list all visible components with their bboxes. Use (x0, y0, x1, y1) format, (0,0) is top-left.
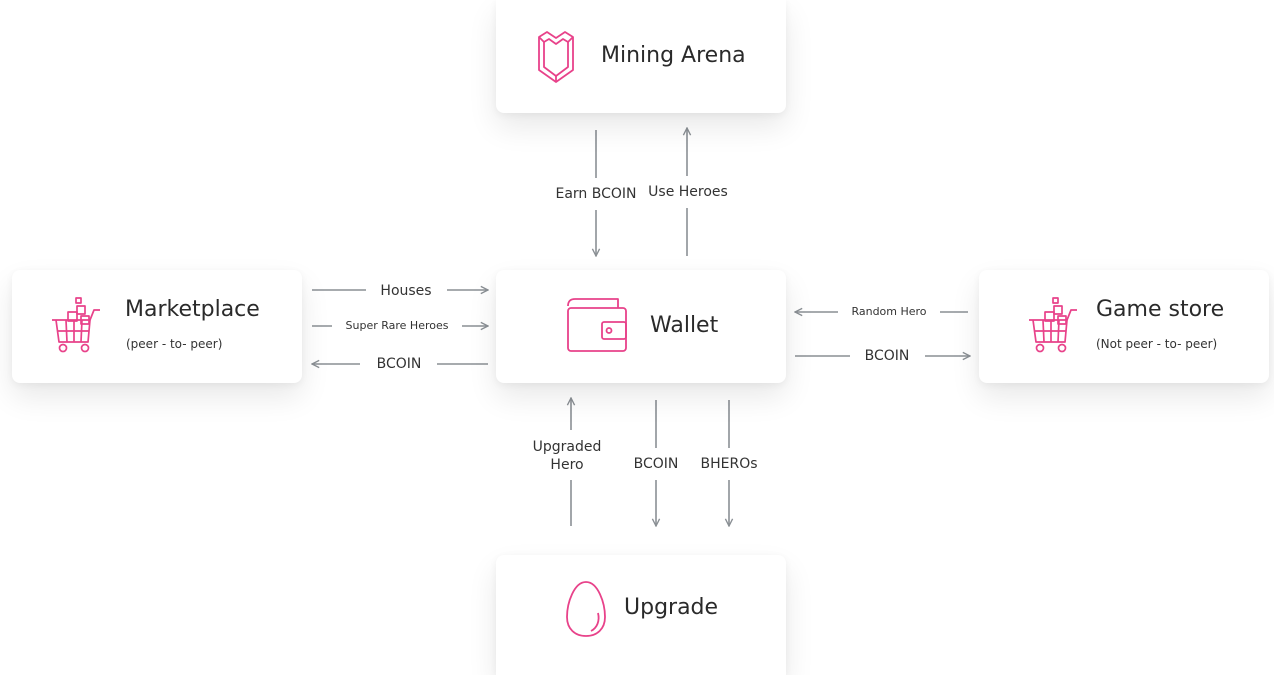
node-title-upgrade: Upgrade (624, 595, 719, 620)
node-title-mining: Mining Arena (601, 43, 746, 68)
label-upgraded-hero: Upgraded Hero (533, 438, 602, 474)
node-wallet: Wallet (496, 270, 786, 383)
label-earn-bcoin: Earn BCOIN (555, 186, 637, 202)
shopping-cart-icon (1029, 297, 1077, 353)
label-market-bcoin: BCOIN (376, 356, 422, 372)
label-upgraded-hero-line2: Hero (550, 457, 584, 473)
node-subtitle-game-store: (Not peer - to- peer) (1096, 337, 1218, 351)
node-marketplace: Marketplace (peer - to- peer) (12, 270, 302, 383)
node-mining-arena: Mining Arena (496, 0, 786, 113)
shield-icon (538, 31, 574, 83)
shopping-cart-icon (52, 297, 100, 353)
label-bheros: BHEROs (700, 456, 758, 472)
label-houses: Houses (380, 283, 432, 299)
label-upgraded-hero-line1: Upgraded (532, 439, 602, 455)
label-use-heroes: Use Heroes (648, 184, 728, 200)
label-store-bcoin: BCOIN (864, 348, 910, 364)
node-title-wallet: Wallet (650, 313, 719, 338)
node-subtitle-marketplace: (peer - to- peer) (126, 337, 223, 351)
node-game-store: Game store (Not peer - to- peer) (979, 270, 1269, 383)
node-title-game-store: Game store (1096, 297, 1225, 322)
wallet-icon (567, 298, 627, 352)
label-upgrade-bcoin: BCOIN (633, 456, 679, 472)
egg-icon (566, 581, 606, 637)
label-random-hero: Random Hero (851, 305, 927, 318)
label-super-rare-heroes: Super Rare Heroes (345, 319, 449, 332)
node-title-marketplace: Marketplace (125, 297, 260, 322)
node-upgrade: Upgrade (496, 555, 786, 675)
